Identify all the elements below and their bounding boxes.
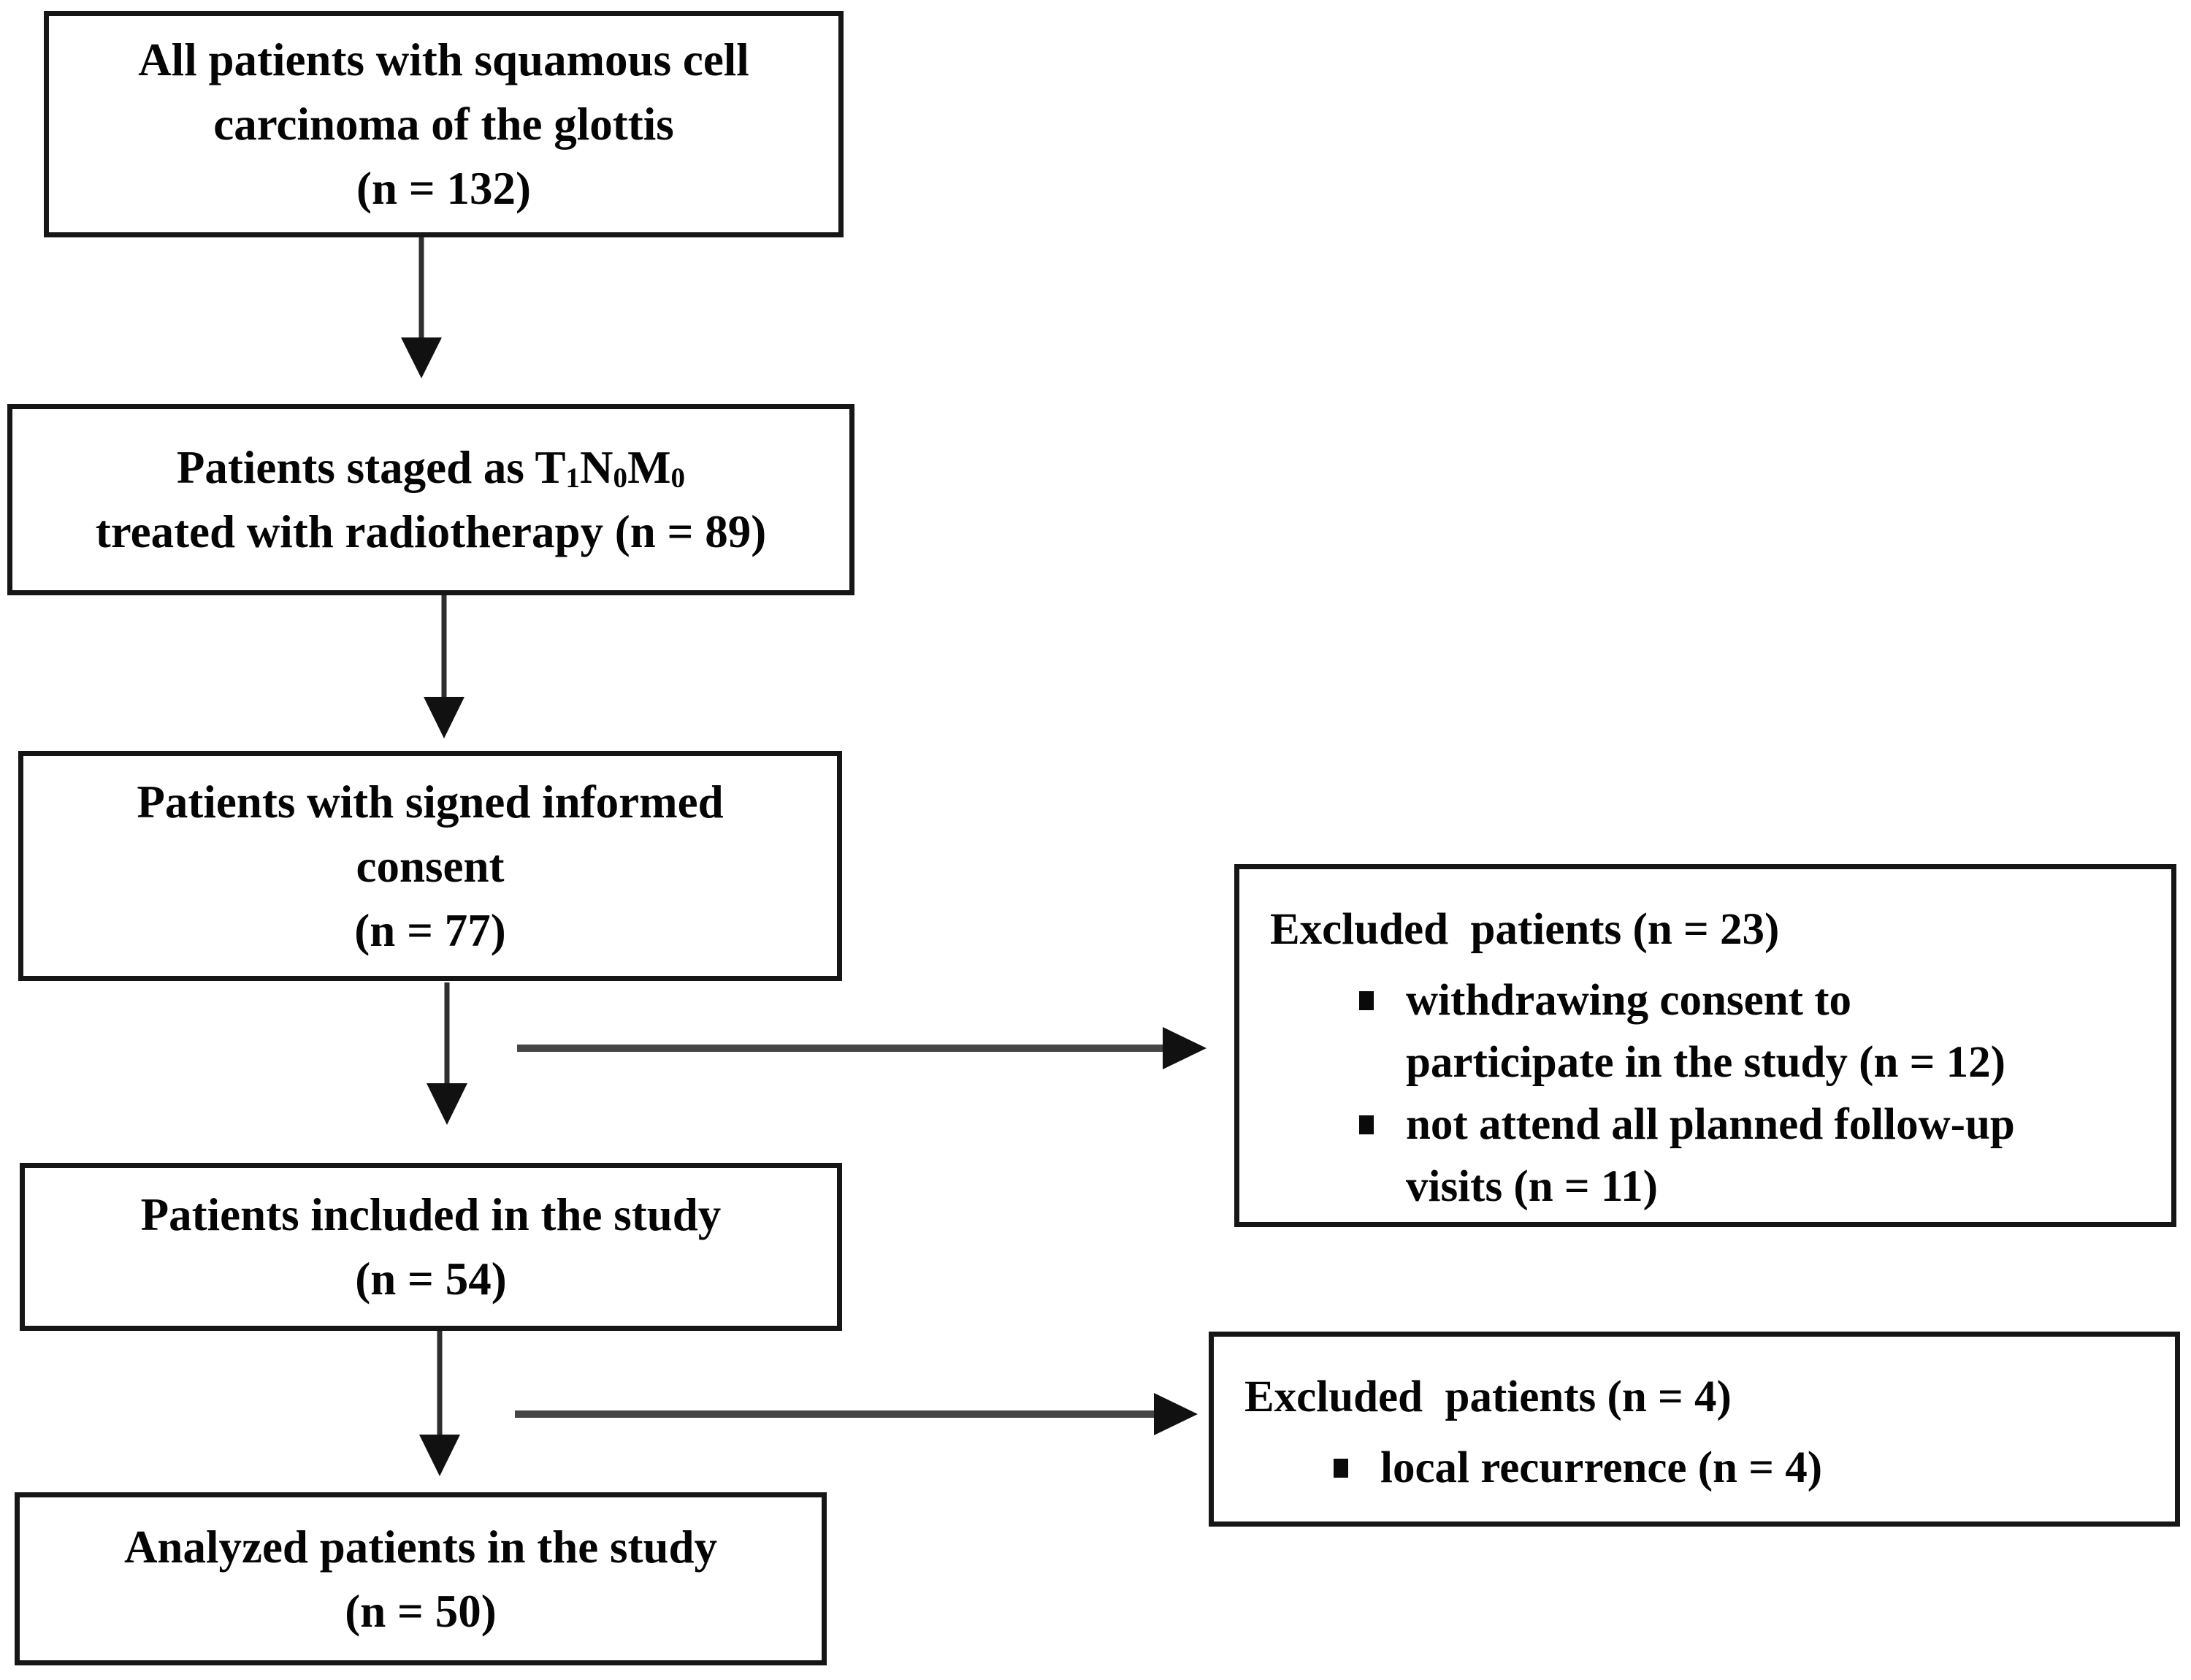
node-excluded-consent: Excluded patients (n = 23) withdrawing c…: [1234, 864, 2176, 1227]
arrow-staged-to-consent: [424, 595, 464, 738]
arrow-all-to-staged: [401, 237, 442, 378]
node-included: Patients included in the study (n = 54): [20, 1163, 842, 1331]
arrow-branch-excluded-included: [515, 1393, 1198, 1435]
square-bullet-icon: [1359, 991, 1374, 1010]
node-consent-text: Patients with signed informed consent (n…: [137, 776, 724, 956]
arrow-consent-to-included: [427, 982, 467, 1125]
node-analyzed-text: Analyzed patients in the study (n = 50): [123, 1521, 718, 1637]
node-staged: Patients staged as T1N0M0 treated with r…: [7, 404, 854, 595]
excluded-consent-bullet-list: withdrawing consent to participate in th…: [1270, 969, 2151, 1218]
staged-text-n: N: [580, 442, 613, 493]
node-excluded-included: Excluded patients (n = 4) local recurren…: [1209, 1332, 2180, 1527]
arrow-included-to-analyzed: [419, 1331, 460, 1476]
excluded-included-bullet-list: local recurrence (n = 4): [1244, 1437, 2154, 1499]
arrow-branch-excluded-consent: [517, 1027, 1207, 1069]
staged-subscript-t: 1: [565, 462, 581, 495]
node-all-patients: All patients with squamous cell carcinom…: [44, 11, 844, 237]
bullet-item-text: not attend all planned follow-up visits …: [1406, 1100, 2015, 1211]
bullet-item-text: local recurrence (n = 4): [1380, 1443, 1823, 1492]
square-bullet-icon: [1359, 1115, 1374, 1134]
staged-text-prefix: Patients staged as T: [176, 442, 566, 493]
node-included-text: Patients included in the study (n = 54): [140, 1189, 722, 1305]
node-staged-line2: treated with radiotherapy (n = 89): [95, 506, 767, 557]
square-bullet-icon: [1334, 1459, 1348, 1478]
node-excluded-included-title: Excluded patients (n = 4): [1244, 1372, 1732, 1421]
node-staged-line1: Patients staged as T1N0M0: [177, 435, 685, 500]
bullet-item: withdrawing consent to participate in th…: [1359, 969, 2151, 1093]
staged-text-m: M: [627, 442, 671, 493]
staged-subscript-m: 0: [670, 462, 686, 495]
staged-subscript-n: 0: [613, 462, 628, 495]
node-consent: Patients with signed informed consent (n…: [18, 751, 842, 981]
bullet-item-text: withdrawing consent to participate in th…: [1406, 976, 2005, 1087]
node-excluded-consent-title: Excluded patients (n = 23): [1270, 905, 1780, 954]
bullet-item: local recurrence (n = 4): [1334, 1437, 2154, 1499]
node-analyzed: Analyzed patients in the study (n = 50): [15, 1492, 827, 1665]
bullet-item: not attend all planned follow-up visits …: [1359, 1093, 2151, 1218]
node-all-patients-text: All patients with squamous cell carcinom…: [138, 34, 749, 214]
